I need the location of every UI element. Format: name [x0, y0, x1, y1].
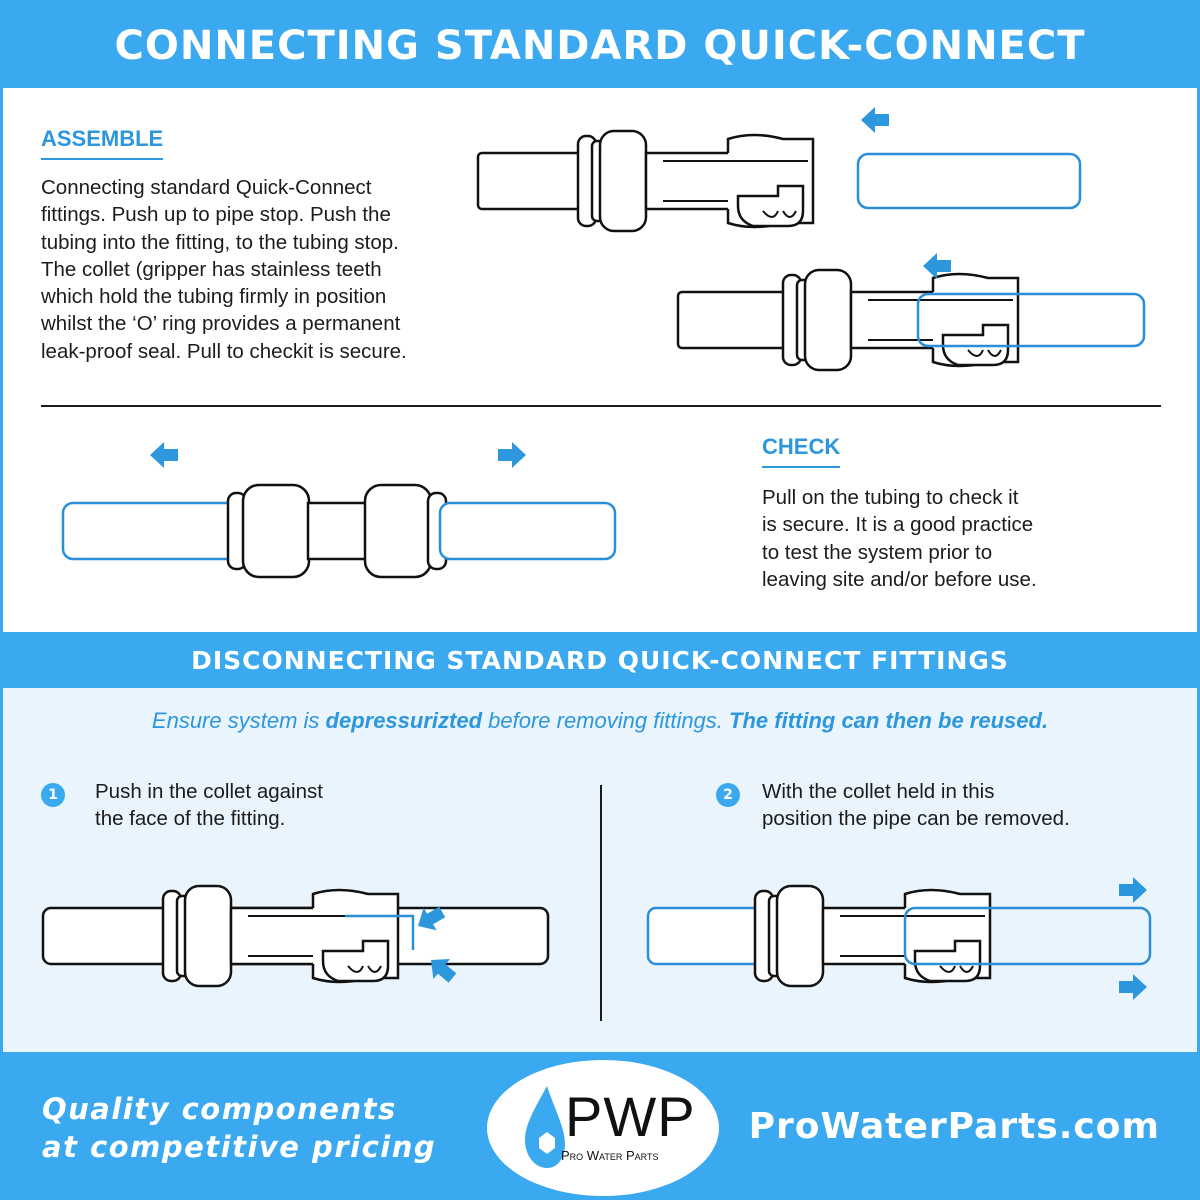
disconnect-banner: DISCONNECTING STANDARD QUICK-CONNECT FIT…: [191, 646, 1009, 675]
fitting: [161, 884, 400, 988]
pwp-logo: PWP Pro Water Parts: [487, 1060, 719, 1196]
arrow-right-icon: [498, 442, 526, 468]
connect-panel: ASSEMBLE Connecting standard Quick-Conne…: [3, 88, 1197, 632]
fitting: [576, 129, 815, 233]
check-heading: CHECK: [762, 434, 841, 468]
step-2-badge: 2: [716, 783, 740, 807]
depressurize-warning: Ensure system is depressurizted before r…: [3, 708, 1197, 734]
footer-url: ProWaterParts.com: [748, 1106, 1160, 1147]
section-divider: [41, 405, 1161, 407]
assemble-heading: ASSEMBLE: [41, 126, 164, 160]
step-1-text: Push in the collet against the face of t…: [95, 780, 323, 831]
logo-sub-text: Pro Water Parts: [561, 1148, 659, 1163]
assemble-text: Connecting standard Quick-Connect fittin…: [41, 176, 407, 363]
fitting-collar-right: [363, 483, 433, 579]
tube-right: [438, 501, 617, 561]
tube-left: [61, 501, 245, 561]
tube: [916, 292, 1146, 348]
tube: [856, 152, 1082, 210]
tube-right: [903, 906, 1152, 966]
water-drop-icon: [525, 1086, 565, 1168]
disconnect-panel: Ensure system is depressurizted before r…: [3, 688, 1197, 1052]
fitting-collar-left: [241, 483, 311, 579]
warning-text-2: before removing fittings.: [482, 708, 730, 733]
warning-bold-2: The fitting can then be reused.: [729, 708, 1049, 733]
collet-highlight: [345, 914, 415, 950]
arrow-left-icon: [150, 442, 178, 468]
fitting: [781, 268, 1020, 372]
check-illustration: [61, 442, 617, 579]
logo-main-text: PWP: [565, 1085, 696, 1148]
step-divider: [600, 785, 602, 1021]
step-1-badge: 1: [41, 783, 65, 807]
check-text: Pull on the tubing to check it is secure…: [762, 486, 1037, 591]
step-2-illustration: [646, 877, 1152, 1000]
assemble-illustration-2: [676, 253, 1146, 372]
pipe: [676, 290, 795, 350]
warning-text-1: Ensure system is: [151, 708, 326, 733]
warning-bold-1: depressurizted: [325, 708, 483, 733]
step-2-text: With the collet held in this position th…: [762, 780, 1070, 831]
arrow-right-icon: [1119, 877, 1147, 903]
fitting: [753, 884, 992, 988]
assemble-illustration-1: [476, 107, 1082, 233]
page-title: CONNECTING STANDARD QUICK-CONNECT FITTIN…: [114, 23, 1086, 161]
step-1-illustration: [41, 884, 550, 988]
pipe: [476, 151, 590, 211]
arrow-left-icon: [861, 107, 889, 133]
arrow-right-icon: [1119, 974, 1147, 1000]
footer-tagline: Quality components at competitive pricin…: [42, 1092, 437, 1164]
